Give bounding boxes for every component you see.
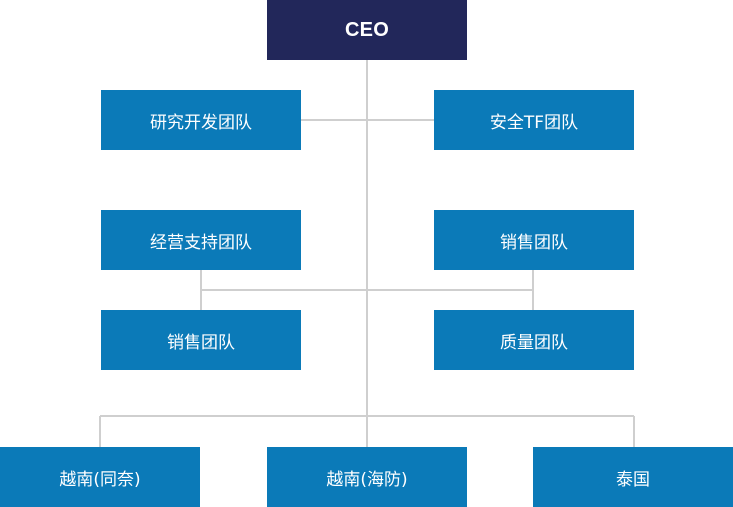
- ops-support-team-label: 经营支持团队: [150, 232, 252, 253]
- vietnam-dongnai-branch-label: 越南(同奈): [59, 469, 141, 490]
- ceo-box: CEO: [267, 0, 467, 60]
- security-tf-team-label: 安全TF团队: [489, 112, 579, 133]
- vietnam-dongnai-branch-box: 越南(同奈): [0, 447, 200, 507]
- rnd-team-label: 研究开发团队: [150, 112, 252, 133]
- ops-support-team-box: 经营支持团队: [101, 210, 301, 270]
- quality-team-box: 质量团队: [434, 310, 634, 370]
- sales-team-left-box: 销售团队: [101, 310, 301, 370]
- thailand-branch-box: 泰国: [533, 447, 733, 507]
- ceo-label: CEO: [345, 18, 389, 41]
- sales-team-right-label: 销售团队: [500, 232, 568, 253]
- sales-team-right-box: 销售团队: [434, 210, 634, 270]
- rnd-team-box: 研究开发团队: [101, 90, 301, 150]
- vietnam-haiphong-branch-box: 越南(海防): [267, 447, 467, 507]
- security-tf-team-box: 安全TF团队: [434, 90, 634, 150]
- quality-team-label: 质量团队: [500, 332, 568, 353]
- sales-team-left-label: 销售团队: [167, 332, 235, 353]
- thailand-branch-label: 泰国: [616, 469, 650, 490]
- vietnam-haiphong-branch-label: 越南(海防): [326, 469, 408, 490]
